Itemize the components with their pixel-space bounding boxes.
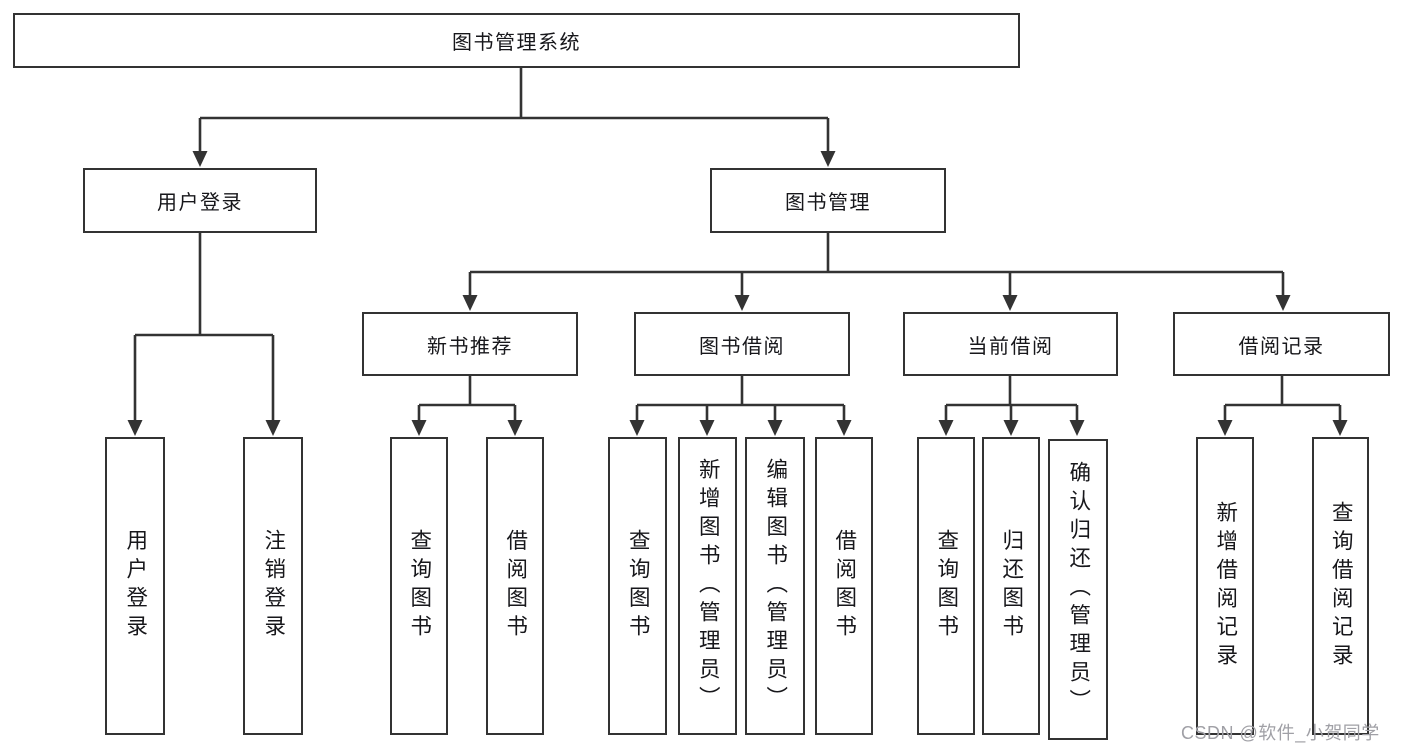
node-borrowing-records: 借阅记录 — [1173, 312, 1390, 376]
node-label: 归还图书 — [999, 529, 1024, 643]
node-label: 确认归还（管理员） — [1066, 461, 1091, 718]
node-logout-action: 注销登录 — [243, 437, 303, 735]
node-current-confirm-return-admin: 确认归还（管理员） — [1048, 439, 1108, 740]
node-records-add-record: 新增借阅记录 — [1196, 437, 1254, 735]
csdn-watermark: CSDN @软件_小贺同学 — [1181, 723, 1380, 743]
node-label: 借阅记录 — [1238, 335, 1325, 358]
node-label: 新书推荐 — [427, 335, 513, 358]
node-label: 用户登录 — [123, 529, 148, 643]
node-borrowing-borrow-books: 借阅图书 — [815, 437, 873, 735]
node-current-return-books: 归还图书 — [982, 437, 1040, 735]
node-recommend-query-books: 查询图书 — [390, 437, 448, 735]
node-label: 查询借阅记录 — [1329, 500, 1354, 672]
node-label: 借阅图书 — [503, 529, 528, 643]
node-label: 用户登录 — [157, 192, 243, 214]
node-current-borrowing: 当前借阅 — [903, 312, 1118, 376]
node-label: 新增图书（管理员） — [696, 457, 721, 715]
node-new-book-recommend: 新书推荐 — [362, 312, 578, 376]
node-user-login: 用户登录 — [83, 168, 317, 233]
node-label: 编辑图书（管理员） — [763, 457, 788, 715]
node-root: 图书管理系统 — [13, 13, 1020, 68]
node-borrowing-add-books-admin: 新增图书（管理员） — [678, 437, 737, 735]
node-label: 新增借阅记录 — [1213, 500, 1238, 672]
node-label: 借阅图书 — [832, 529, 857, 643]
node-label: 图书借阅 — [699, 335, 785, 358]
node-borrowing-query-books: 查询图书 — [608, 437, 667, 735]
node-label: 查询图书 — [626, 529, 651, 643]
node-current-query-books: 查询图书 — [917, 437, 975, 735]
node-label: 查询图书 — [934, 529, 959, 643]
node-label: 注销登录 — [261, 529, 286, 643]
node-label: 查询图书 — [407, 529, 432, 643]
node-user-login-action: 用户登录 — [105, 437, 165, 735]
node-book-management: 图书管理 — [710, 168, 946, 233]
node-recommend-borrow-books: 借阅图书 — [486, 437, 544, 735]
node-borrowing-edit-books-admin: 编辑图书（管理员） — [745, 437, 805, 735]
node-label: 图书管理系统 — [452, 32, 581, 54]
node-book-borrowing: 图书借阅 — [634, 312, 850, 376]
node-label: 图书管理 — [785, 192, 871, 214]
node-records-query-record: 查询借阅记录 — [1312, 437, 1369, 735]
node-label: 当前借阅 — [967, 335, 1054, 358]
